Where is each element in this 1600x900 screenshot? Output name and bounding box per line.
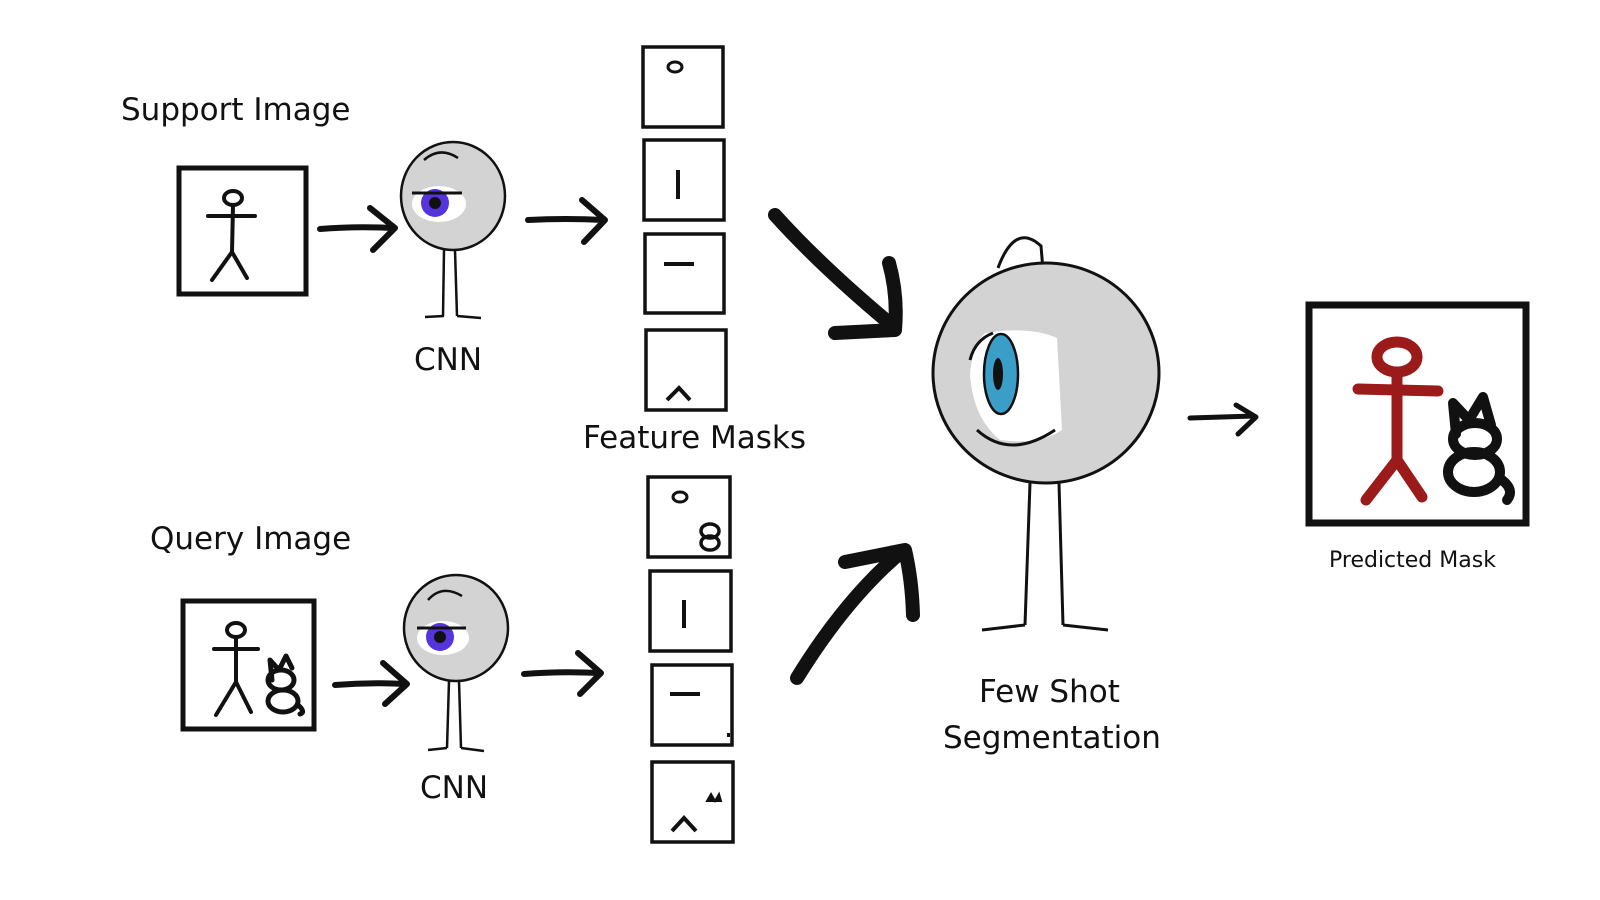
few-shot-label-line1: Few Shot: [979, 674, 1120, 710]
stick-figure-icon: [212, 621, 260, 717]
query-image: [180, 598, 317, 732]
arrow-fss-to-predicted-mask: [1187, 402, 1259, 437]
feature-mask-legs: [650, 760, 735, 844]
arrow-cnn-to-features-bottom: [521, 650, 604, 697]
predicted-mask-label: Predicted Mask: [1329, 548, 1496, 573]
arrow-query-features-to-fss: [790, 543, 920, 685]
person-mask-icon: [1352, 336, 1444, 506]
feature-masks-label: Feature Masks: [583, 420, 806, 456]
support-image-label: Support Image: [121, 92, 351, 128]
cnn-label-bottom: CNN: [420, 770, 489, 806]
feature-mask-body: [642, 138, 726, 222]
arrow-support-to-cnn: [317, 205, 398, 253]
feature-mask-legs: [644, 328, 728, 412]
feature-mask-arms: [643, 232, 726, 315]
cat-icon: [265, 653, 306, 717]
support-feature-masks: [641, 45, 728, 412]
arrow-support-features-to-fss: [768, 208, 903, 340]
cnn-icon-bottom: [402, 573, 510, 753]
predicted-mask: [1305, 301, 1530, 527]
stick-figure-icon: [206, 189, 257, 282]
feature-mask-arms: [650, 663, 734, 747]
arrow-cnn-to-features-top: [525, 197, 608, 245]
feature-mask-head: [646, 475, 732, 559]
query-image-label: Query Image: [150, 521, 352, 557]
query-feature-masks: [646, 475, 735, 844]
few-shot-label-line2: Segmentation: [943, 720, 1161, 756]
few-shot-segmentation-icon: [931, 236, 1161, 632]
support-image: [176, 165, 309, 297]
cnn-icon-top: [399, 140, 507, 320]
feature-mask-body: [648, 569, 733, 653]
feature-mask-head: [641, 45, 725, 129]
cnn-label-top: CNN: [414, 342, 483, 378]
cat-mask-icon: [1443, 392, 1516, 505]
arrow-query-to-cnn: [332, 660, 410, 707]
